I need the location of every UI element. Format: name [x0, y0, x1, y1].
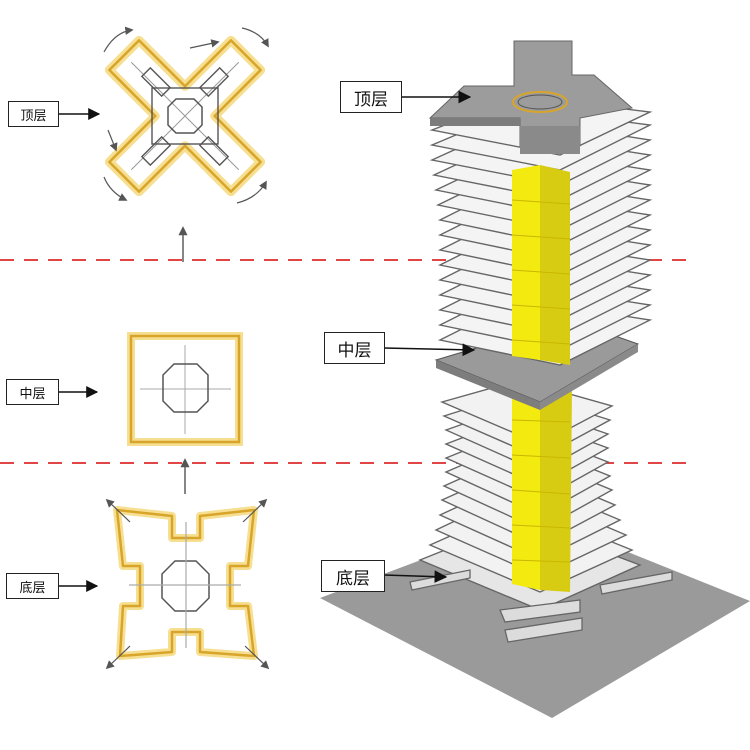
top-plan-outline — [108, 39, 262, 193]
bottom-plan-core-octagon — [161, 560, 210, 612]
tower-3d — [320, 40, 750, 718]
label-top-left: 顶层 — [8, 101, 59, 127]
tower-top-core-opening — [512, 91, 568, 113]
label-bottom-left: 底层 — [6, 573, 59, 599]
label-bottom-right: 底层 — [321, 560, 385, 592]
middle-plan-outline — [129, 334, 241, 444]
label-middle-left: 中层 — [6, 379, 59, 405]
bottom-floor-plan — [105, 498, 270, 670]
rotation-arrows — [103, 26, 269, 204]
tower-core-upper — [512, 165, 540, 360]
label-middle-right: 中层 — [324, 332, 385, 364]
middle-plan-core-octagon — [162, 363, 209, 413]
middle-floor-plan — [127, 332, 243, 446]
top-plan-core-octagon — [167, 98, 203, 134]
bottom-plan-outline — [115, 508, 256, 658]
label-top-right: 顶层 — [340, 81, 402, 113]
tower-core-lower — [512, 382, 540, 590]
callout-arrow-bottom — [383, 570, 448, 584]
callout-arrow-middle — [383, 343, 476, 357]
top-plan-outline-highlight — [104, 35, 266, 197]
top-floor-plan — [103, 26, 269, 204]
